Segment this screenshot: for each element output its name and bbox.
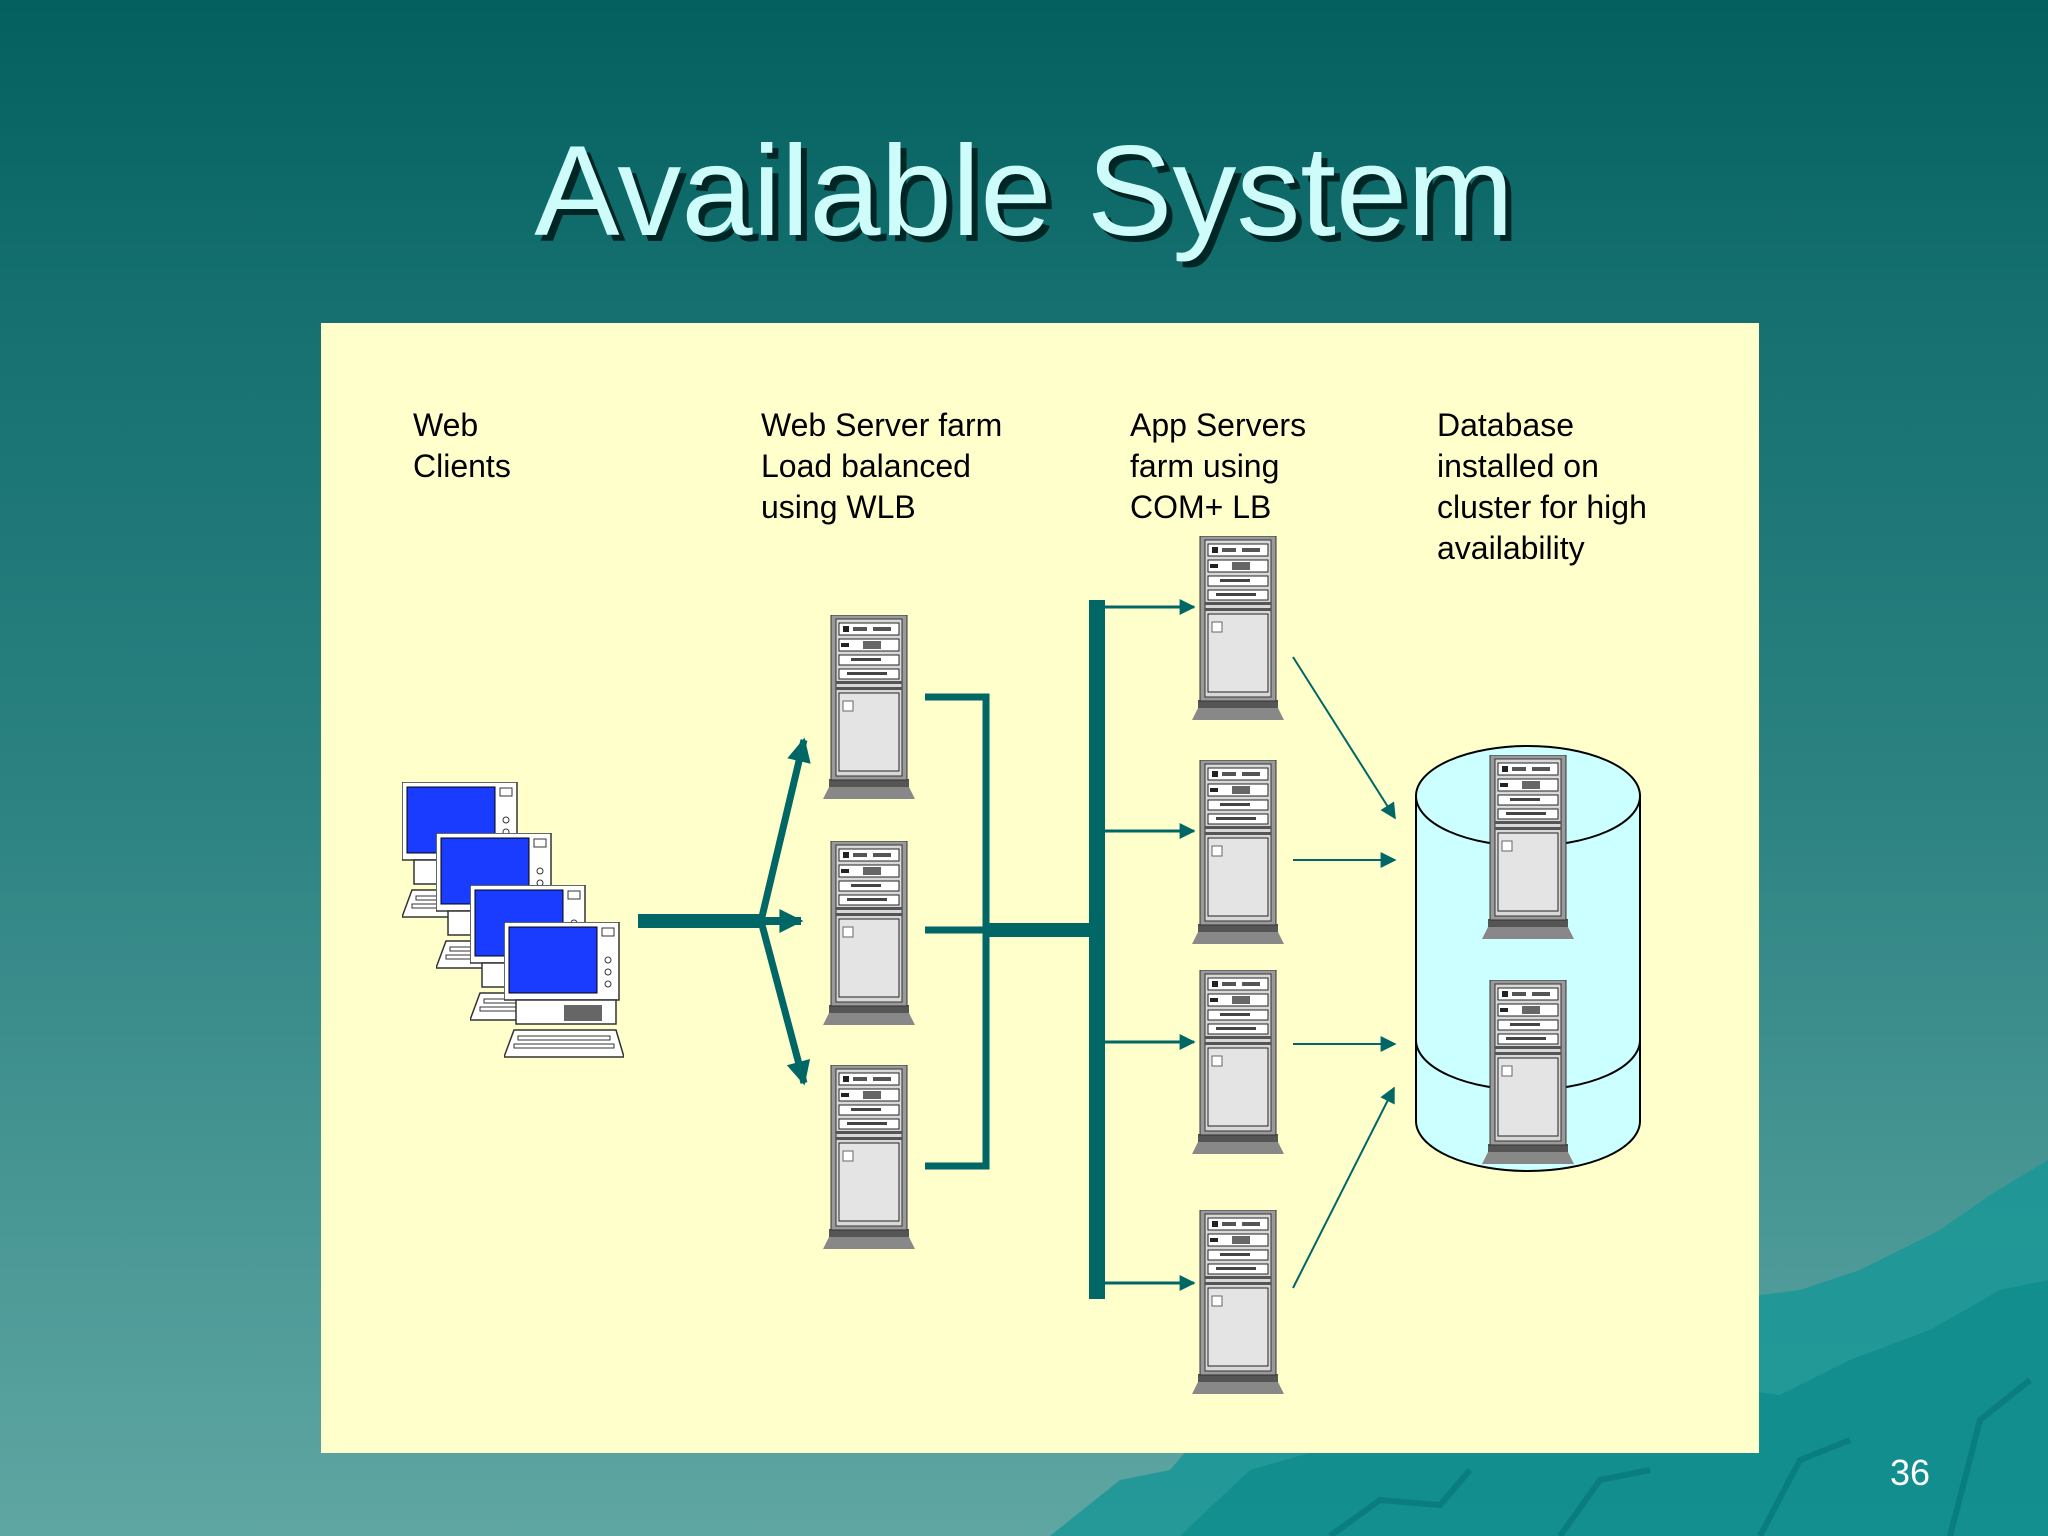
arrow-to-web-server-3 — [757, 920, 811, 1086]
tower-server-icon — [1192, 1210, 1284, 1394]
tower-server-icon — [1482, 755, 1574, 939]
label-web-server-farm: Web Server farm Load balanced using WLB — [761, 407, 1003, 525]
app-server-farm — [1192, 536, 1284, 1394]
client-web-connectors — [638, 737, 811, 1086]
arrow-to-web-server-1 — [757, 737, 811, 922]
diagram-graphic — [402, 536, 1641, 1394]
tower-server-icon — [1192, 760, 1284, 944]
label-app-servers: App Servers farm using COM+ LB — [1130, 407, 1307, 525]
tower-server-icon — [823, 615, 915, 799]
tower-server-icon — [823, 1065, 915, 1249]
desktop-computer-icon — [504, 922, 624, 1058]
web-app-bus — [925, 599, 1196, 1299]
web-server-farm — [823, 615, 915, 1249]
web-clients-group — [402, 782, 624, 1058]
database-cylinder-icon — [1415, 745, 1641, 1172]
label-database: Database installed on cluster for high a… — [1437, 407, 1647, 566]
slide-number: 36 — [1889, 1452, 1931, 1493]
app-db-connectors — [1292, 656, 1397, 1289]
label-web-clients: Web Clients — [413, 407, 511, 484]
slide-title: Available System — [534, 120, 1514, 263]
arrow-app4-db — [1292, 1086, 1395, 1289]
diagram-panel: Web Clients Web Server farm Load balance… — [321, 323, 1759, 1453]
tower-server-icon — [823, 841, 915, 1025]
arrow-app1-db — [1292, 656, 1396, 820]
tower-server-icon — [1192, 970, 1284, 1154]
tower-server-icon — [1192, 536, 1284, 720]
tower-server-icon — [1482, 980, 1574, 1164]
